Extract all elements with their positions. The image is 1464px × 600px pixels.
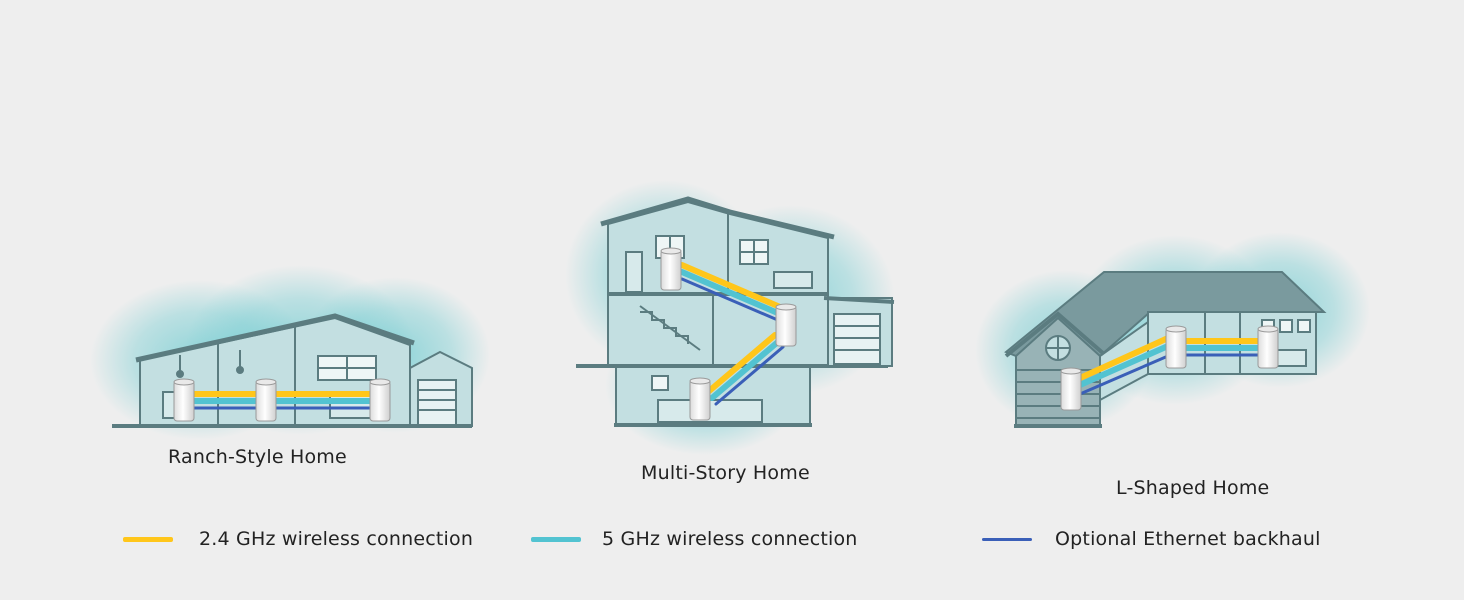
legend-swatch-ethernet bbox=[982, 537, 1032, 541]
mesh-node-icon bbox=[1060, 367, 1082, 411]
legend-item-5ghz: 5 GHz wireless connection bbox=[531, 526, 858, 552]
legend-swatch-24ghz bbox=[123, 536, 173, 542]
legend-label-5ghz: 5 GHz wireless connection bbox=[602, 528, 858, 550]
caption-l-shaped-home: L-Shaped Home bbox=[1116, 477, 1270, 499]
mesh-node-icon bbox=[173, 378, 195, 422]
legend-item-24ghz: 2.4 GHz wireless connection bbox=[123, 526, 473, 552]
mesh-node-icon bbox=[255, 378, 277, 422]
l-shaped-house-illustration bbox=[975, 232, 1370, 430]
legend-item-ethernet: Optional Ethernet backhaul bbox=[982, 526, 1321, 552]
house-structure bbox=[576, 196, 895, 427]
connection-bands bbox=[679, 262, 785, 406]
mesh-node-icon bbox=[1257, 325, 1279, 369]
mesh-node-icon bbox=[660, 247, 682, 291]
mesh-node-icon bbox=[1165, 325, 1187, 369]
caption-ranch-style-home: Ranch-Style Home bbox=[168, 446, 347, 468]
mesh-node-icon bbox=[689, 377, 711, 421]
connection-bands bbox=[187, 391, 378, 410]
mesh-node-icon bbox=[369, 378, 391, 422]
connection-bands bbox=[1077, 335, 1265, 396]
legend-swatch-5ghz bbox=[531, 536, 581, 542]
legend-label-ethernet: Optional Ethernet backhaul bbox=[1055, 528, 1321, 550]
legend-label-24ghz: 2.4 GHz wireless connection bbox=[199, 528, 474, 550]
ranch-style-house-illustration bbox=[90, 265, 490, 440]
caption-multi-story-home: Multi-Story Home bbox=[641, 462, 810, 484]
multi-story-house-illustration bbox=[565, 180, 895, 455]
mesh-node-icon bbox=[775, 303, 797, 347]
